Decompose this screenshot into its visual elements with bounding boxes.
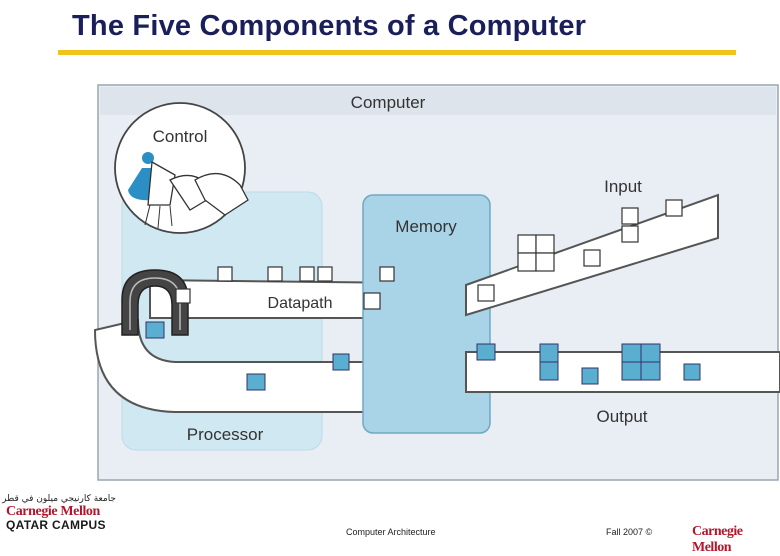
- output-label: Output: [596, 407, 647, 426]
- logo-university-text: Carnegie Mellon: [6, 504, 100, 519]
- logo-arabic-text: جامعة كارنيجي ميلون في قطر: [2, 494, 116, 504]
- control-label: Control: [153, 127, 208, 146]
- input-label: Input: [604, 177, 642, 196]
- lower-bus-squares: [246, 353, 350, 391]
- title-underline: [58, 50, 736, 55]
- control-unit: Control: [114, 102, 249, 234]
- footer-term-text: Fall 2007 ©: [606, 527, 653, 537]
- computer-label: Computer: [351, 93, 426, 112]
- footer-brand-text: Carnegie Mellon: [692, 524, 743, 555]
- slide-title: The Five Components of a Computer: [72, 10, 587, 42]
- datapath-squares: [175, 266, 395, 310]
- processor-data-square: [145, 321, 165, 339]
- five-components-diagram: Computer Processor Datapath Memory Input…: [93, 84, 780, 481]
- memory-label: Memory: [395, 217, 457, 236]
- computer-header-band: [100, 87, 776, 115]
- input-squares: [477, 199, 683, 302]
- cmu-qatar-logo: جامعة كارنيجي ميلون في قطر Carnegie Mell…: [2, 494, 116, 538]
- processor-label: Processor: [187, 425, 264, 444]
- datapath-lower-bus: [93, 318, 376, 413]
- datapath-label: Datapath: [268, 295, 333, 312]
- memory-block: [362, 194, 491, 434]
- logo-campus-text: QATAR CAMPUS: [6, 518, 106, 532]
- footer-course-text: Computer Architecture: [346, 527, 436, 537]
- output-squares: [476, 343, 701, 385]
